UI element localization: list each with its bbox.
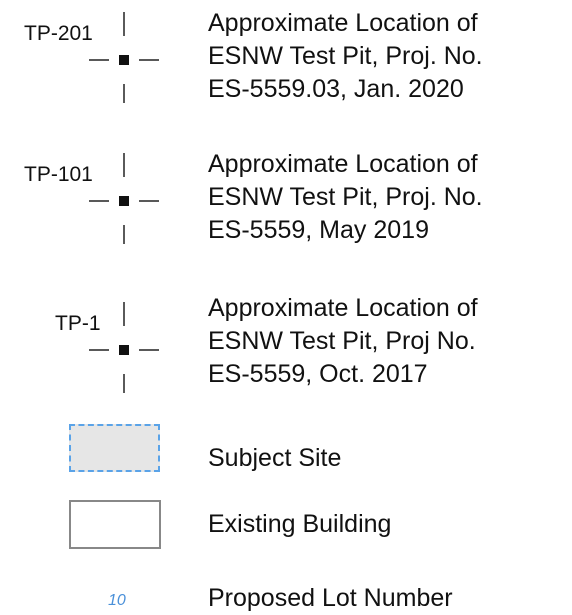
test-pit-marker-icon	[89, 12, 159, 103]
test-pit-marker-icon	[89, 302, 159, 393]
subject-site-label: Subject Site	[208, 444, 342, 472]
test-pit-description: Approximate Location of ESNW Test Pit, P…	[208, 9, 483, 103]
subject-site-swatch	[69, 424, 160, 472]
test-pit-id-label: TP-101	[24, 163, 93, 186]
test-pit-id-label: TP-1	[55, 312, 101, 335]
test-pit-marker-icon	[89, 153, 159, 244]
test-pit-description: Approximate Location of ESNW Test Pit, P…	[208, 294, 478, 388]
lot-number-sample: 10	[108, 592, 126, 609]
existing-building-label: Existing Building	[208, 510, 392, 538]
existing-building-swatch	[69, 500, 161, 549]
test-pit-description: Approximate Location of ESNW Test Pit, P…	[208, 150, 483, 244]
test-pit-id-label: TP-201	[24, 22, 93, 45]
lot-number-label: Proposed Lot Number	[208, 584, 453, 612]
